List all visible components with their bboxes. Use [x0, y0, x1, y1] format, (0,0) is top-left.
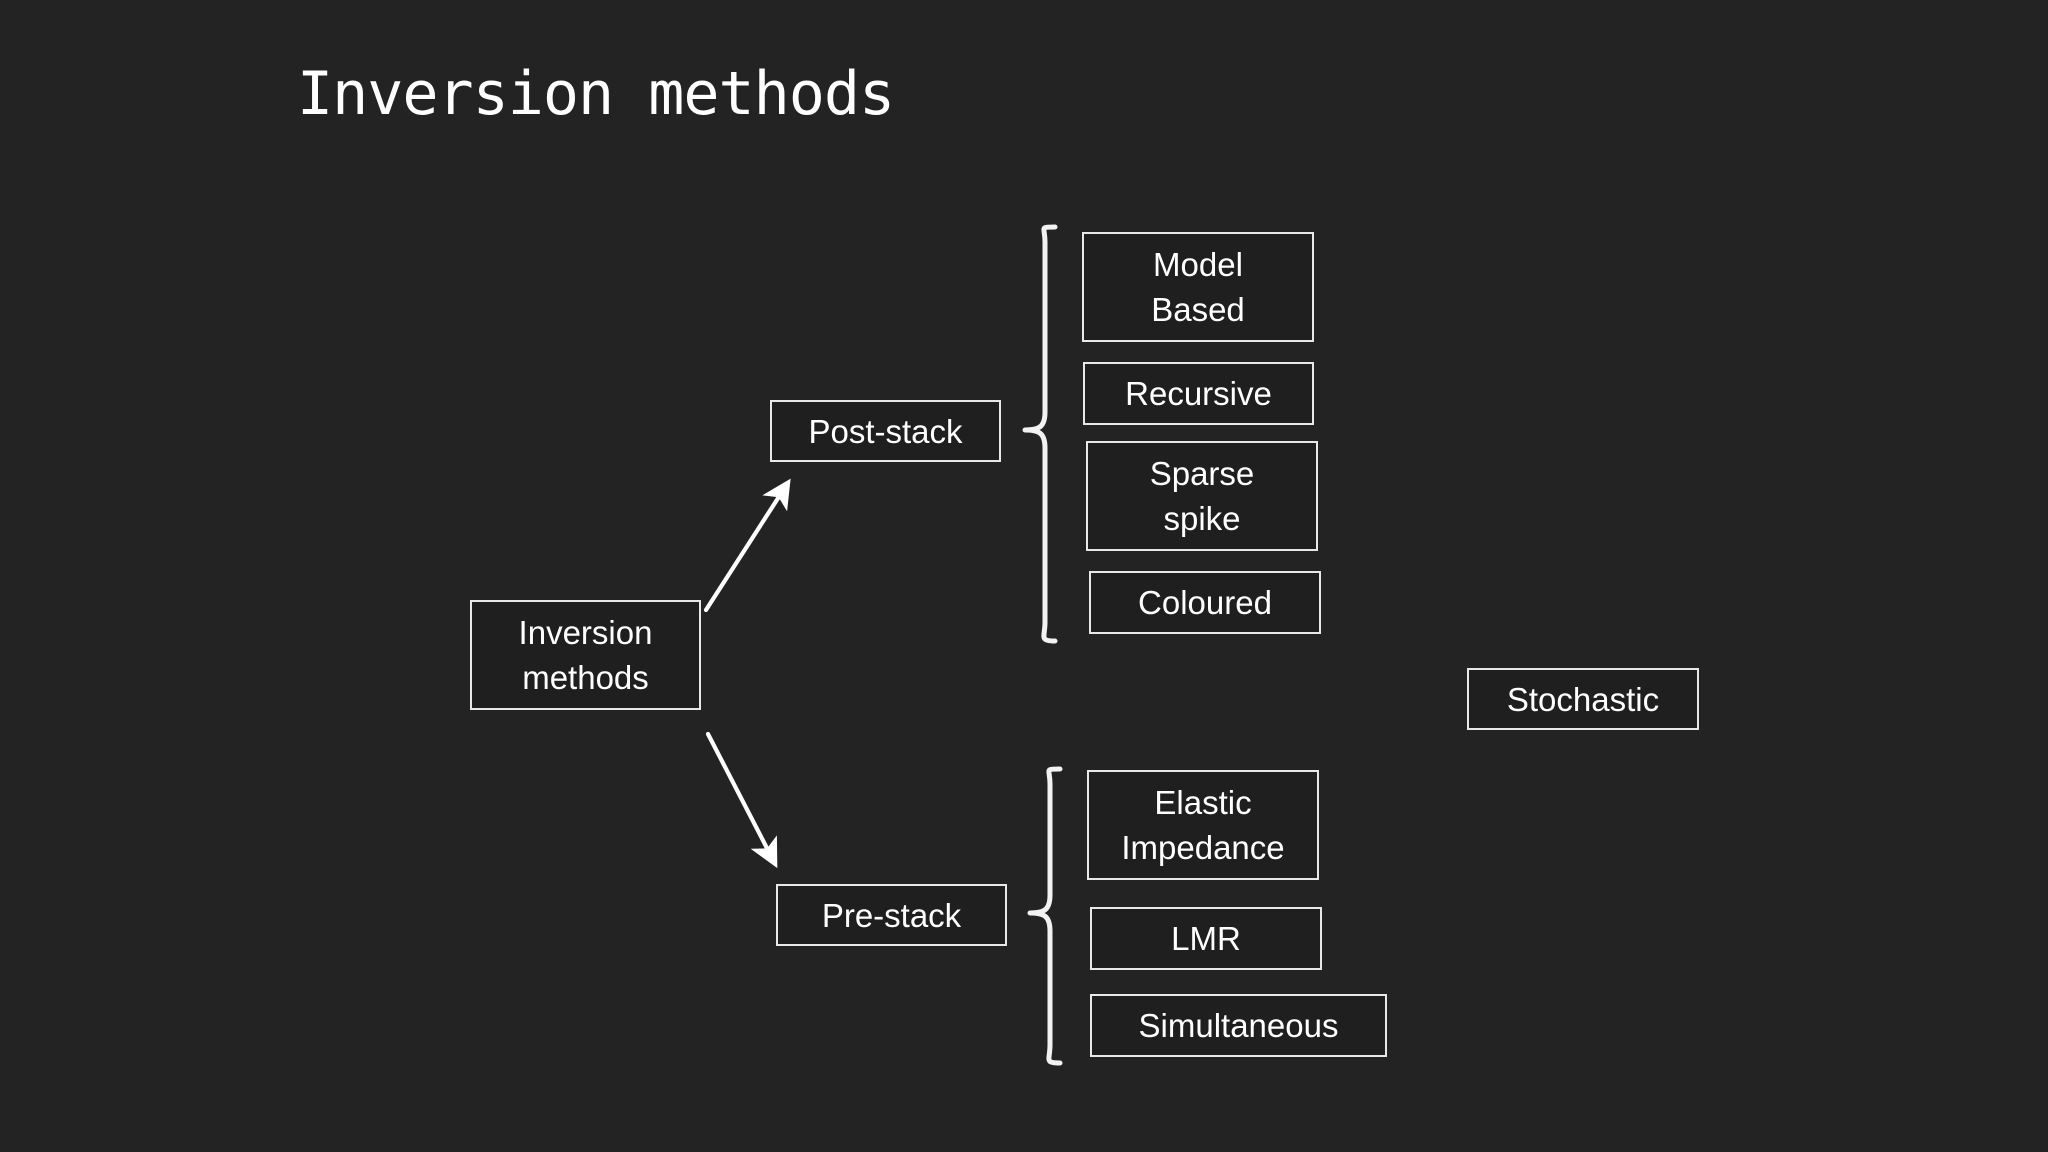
node-pre-stack[interactable]: Pre-stack	[776, 884, 1007, 946]
node-post-stack[interactable]: Post-stack	[770, 400, 1001, 462]
node-model-based[interactable]: Model Based	[1082, 232, 1314, 342]
node-elastic-impedance[interactable]: Elastic Impedance	[1087, 770, 1319, 880]
node-recursive[interactable]: Recursive	[1083, 362, 1314, 425]
page-title: Inversion methods	[297, 59, 895, 129]
node-inversion-methods[interactable]: Inversion methods	[470, 600, 701, 710]
arrow-root-to-post-stack	[700, 478, 800, 615]
arrow-root-to-pre-stack	[700, 728, 800, 869]
node-lmr[interactable]: LMR	[1090, 907, 1322, 970]
node-stochastic[interactable]: Stochastic	[1467, 668, 1699, 730]
node-simultaneous[interactable]: Simultaneous	[1090, 994, 1387, 1057]
brace-post-stack	[1015, 222, 1061, 646]
node-coloured[interactable]: Coloured	[1089, 571, 1321, 634]
node-sparse-spike[interactable]: Sparse spike	[1086, 441, 1318, 551]
brace-pre-stack	[1020, 764, 1066, 1068]
